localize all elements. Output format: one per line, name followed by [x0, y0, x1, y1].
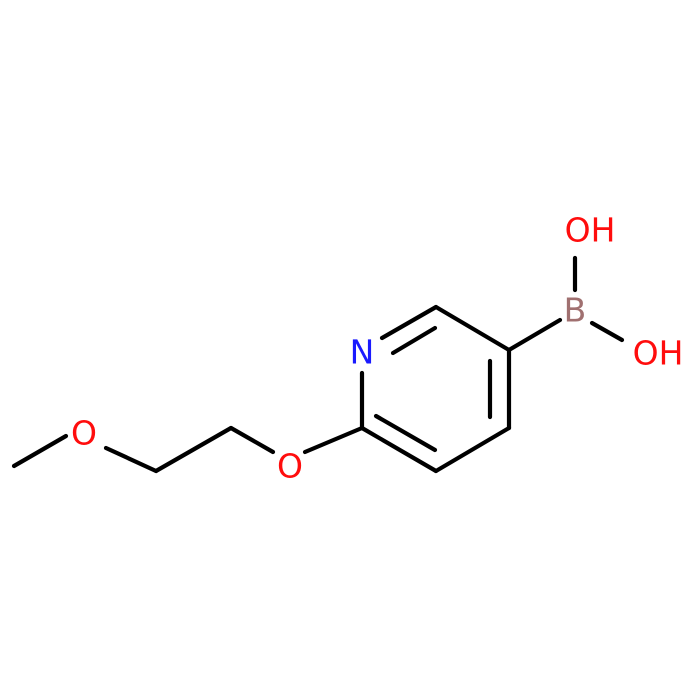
atom-o-methoxy: O [71, 414, 97, 453]
bond-c5-c6-inner [373, 413, 438, 453]
atom-o-ether: O [277, 447, 303, 486]
bond-c3-b [506, 317, 563, 353]
bond-ch2a-ch2b [153, 425, 234, 474]
bond-o-ch2a [103, 445, 159, 474]
bonds [11, 255, 625, 474]
bond-o-c6 [302, 425, 365, 455]
bond-ch2b-o [228, 425, 276, 455]
atom-b-boron: B [564, 291, 587, 330]
bond-methyl-o [11, 433, 69, 469]
atom-labels: O O N B OH OH [71, 211, 683, 486]
bond-c2-c3 [433, 304, 512, 353]
bond-b-oh2 [589, 320, 625, 343]
bond-c4-c5 [433, 425, 512, 474]
bond-n1-c2 [379, 304, 439, 341]
bond-n1-c2-inner [390, 325, 438, 356]
atom-n-pyridine: N [350, 333, 375, 372]
bond-c5-c6 [359, 425, 439, 474]
atom-oh-right: OH [633, 334, 684, 373]
atom-oh-top: OH [565, 211, 616, 250]
